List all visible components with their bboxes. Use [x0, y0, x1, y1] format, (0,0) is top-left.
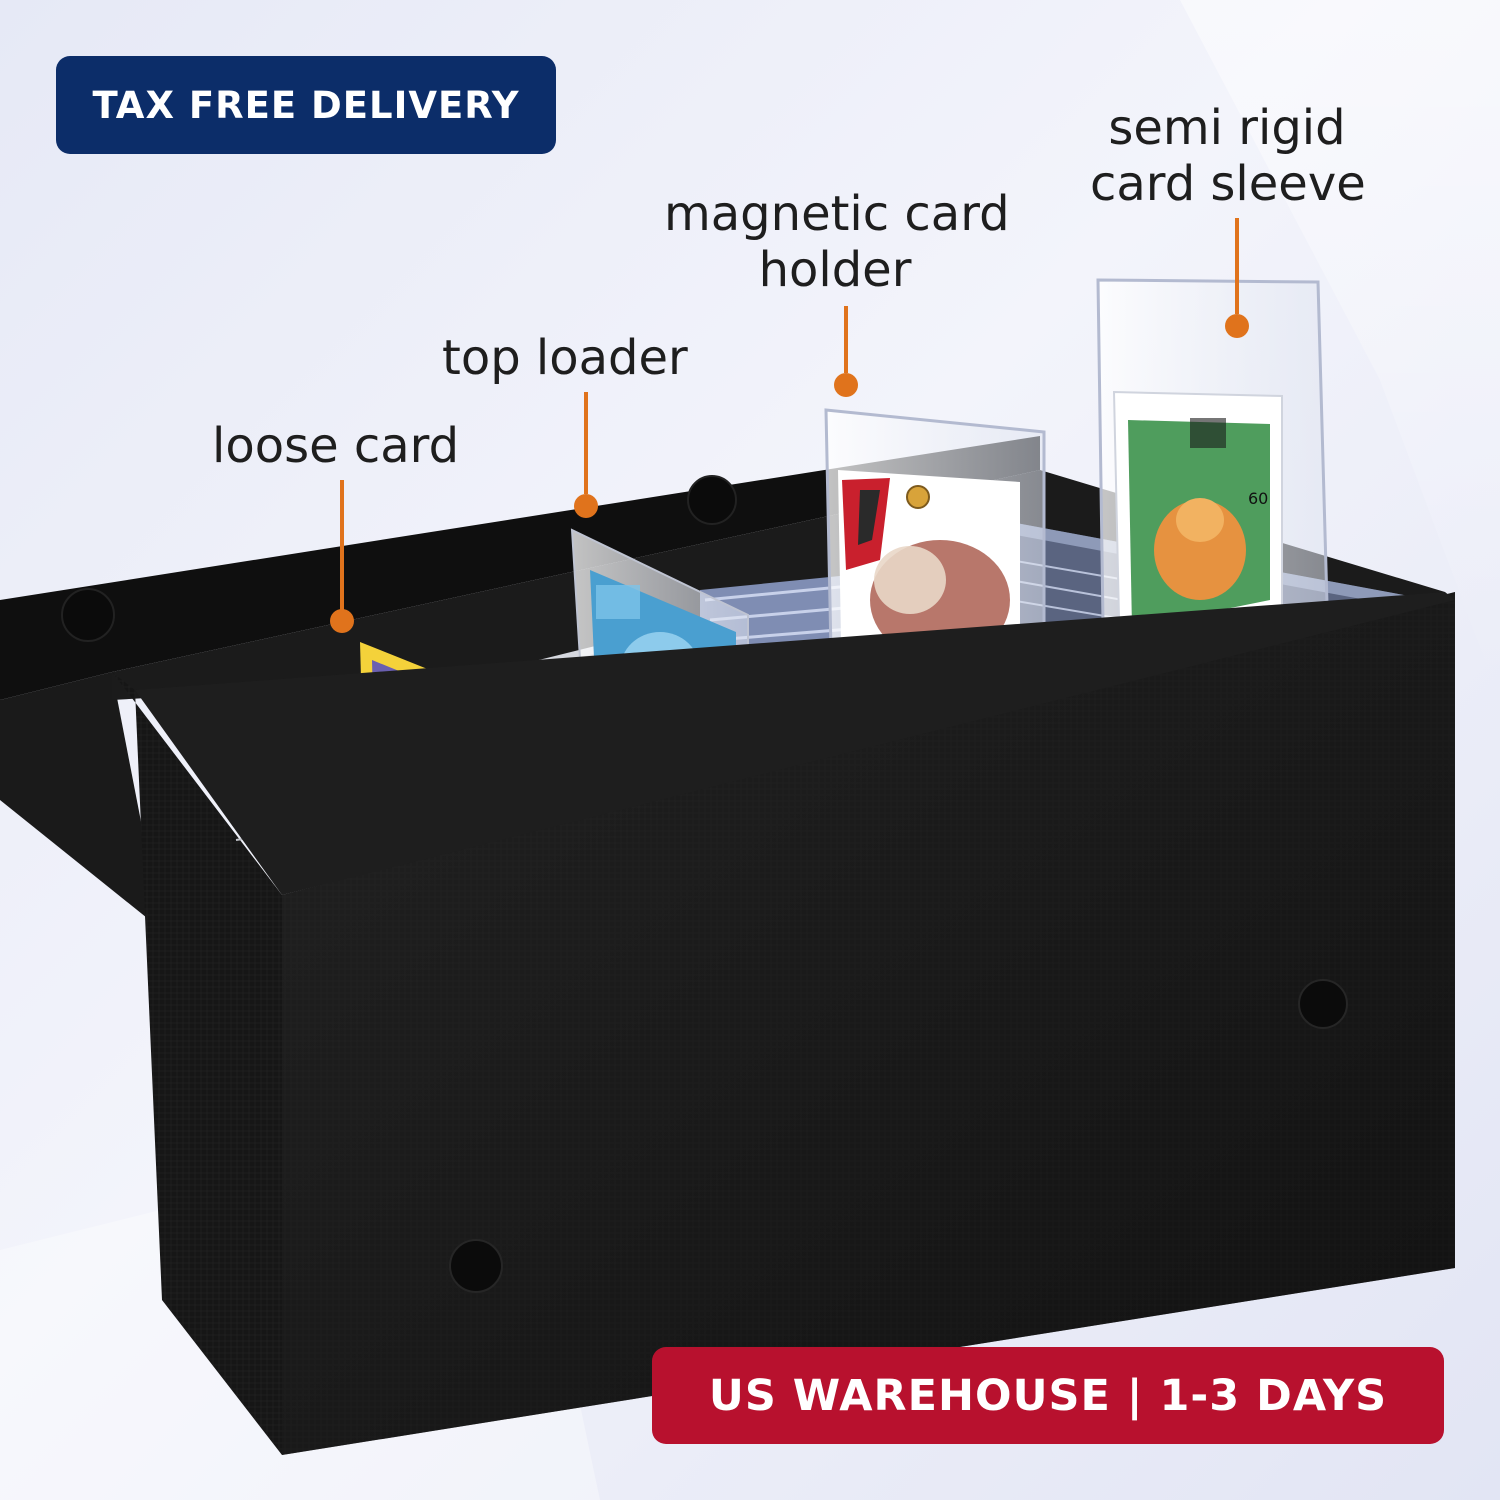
magnet-icon — [906, 485, 930, 509]
label-line: card sleeve — [1090, 156, 1366, 212]
label-semi-rigid-sleeve: semi rigid card sleeve — [1090, 100, 1366, 212]
magnet-closure-icon — [1298, 979, 1348, 1029]
us-warehouse-badge: US WAREHOUSE | 1-3 DAYS — [652, 1347, 1444, 1444]
callout-leaders — [330, 218, 1249, 633]
box-left-wall — [112, 672, 282, 1455]
label-top-loader: top loader — [442, 330, 688, 386]
sleeve-card-hp: 60 — [1248, 489, 1268, 508]
label-magnetic-card-holder: magnetic card holder — [664, 186, 1010, 298]
label-line: magnetic card — [664, 186, 1010, 242]
magnet-closure-icon — [449, 1239, 503, 1293]
background-shape — [1180, 0, 1500, 700]
box-front-edge — [135, 592, 1455, 895]
box-lid — [0, 436, 1040, 930]
label-loose-card: loose card — [212, 418, 460, 474]
label-line: holder — [758, 242, 912, 298]
tax-free-delivery-badge: TAX FREE DELIVERY — [56, 56, 556, 154]
semi-rigid-sleeve: 60 — [1096, 278, 1330, 692]
label-line: semi rigid — [1108, 100, 1346, 156]
